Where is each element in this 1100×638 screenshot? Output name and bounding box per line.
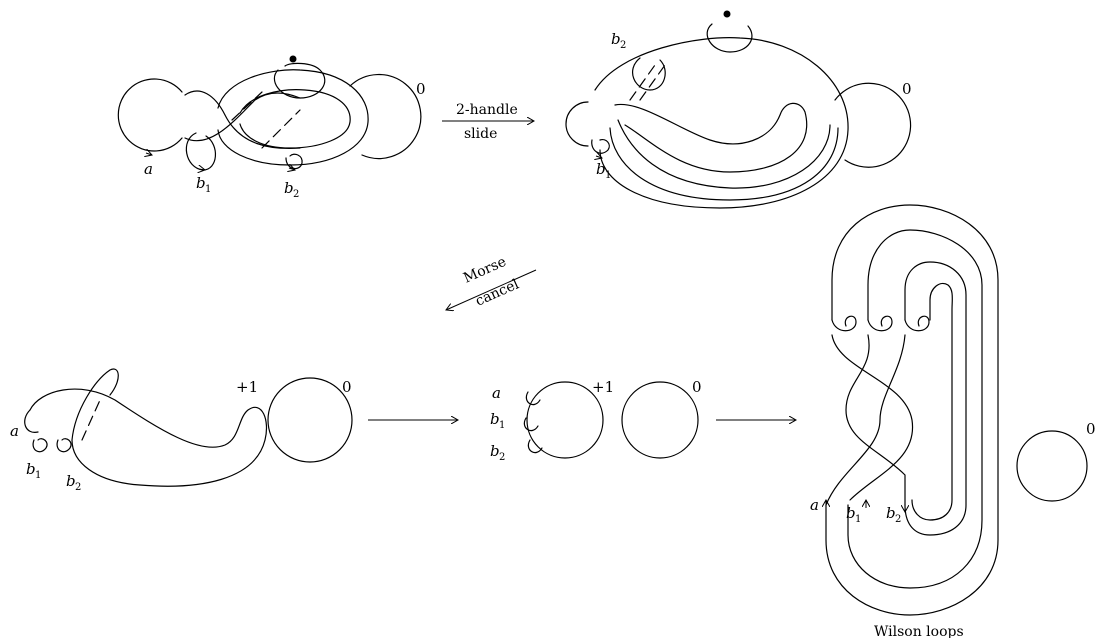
label-b1-sub: 1 (205, 184, 211, 195)
label-zero: 0 (1086, 420, 1096, 438)
zero-framed-circle (268, 378, 352, 462)
label-b1-sub: 1 (499, 420, 505, 431)
small-left-circle (566, 102, 588, 146)
label-a: a (492, 384, 501, 402)
label-b2-sub: 2 (895, 514, 901, 525)
label-zero: 0 (342, 378, 352, 396)
label-a: a (144, 160, 153, 178)
meridian-b1 (33, 439, 47, 452)
label-zero: 0 (902, 80, 912, 98)
label-b1-sub: 1 (35, 470, 41, 481)
banana-curve (615, 103, 807, 172)
clasp (832, 316, 856, 331)
panel-3-diagram (25, 369, 352, 486)
panel1-strand (185, 93, 300, 141)
label-b2-sub: 2 (75, 482, 81, 493)
outer-oval (595, 38, 848, 208)
panel3-undercross (82, 400, 100, 440)
label-a: a (810, 496, 819, 514)
label-cancel: cancel (473, 276, 522, 309)
meridian-b1 (186, 133, 215, 170)
middle-band (848, 230, 982, 588)
meridian-b2 (57, 439, 71, 452)
handle-a-circle (118, 79, 182, 151)
panel1-undercross (232, 92, 262, 120)
panel-5-wilson-loops (826, 205, 1087, 615)
label-b1-sub: 1 (855, 514, 861, 525)
label-plus-one: +1 (592, 378, 614, 396)
twist-strand (832, 335, 913, 500)
label-slide: slide (464, 126, 497, 142)
label-2-handle: 2-handle (456, 102, 518, 118)
label-zero: 0 (692, 378, 702, 396)
panel1-undercross (262, 110, 300, 148)
label-a: a (10, 422, 19, 440)
zero-framed-circle (835, 83, 911, 167)
label-b2-sub: 2 (620, 40, 626, 51)
zero-framed-circle (622, 382, 698, 458)
one-handle-dot (724, 11, 731, 18)
central-oval (218, 70, 368, 165)
meridian-b2 (286, 154, 302, 168)
label-zero: 0 (416, 80, 426, 98)
plus-one-knot (72, 369, 118, 440)
label-wilson-loops: Wilson loops (874, 624, 964, 638)
label-b2-sub: 2 (293, 189, 299, 200)
panel-1-diagram (118, 56, 421, 171)
panel3-a-loop (25, 410, 38, 432)
panel2-undercross (630, 65, 655, 100)
one-handle-loop (274, 63, 324, 98)
inner-band (905, 262, 966, 535)
meridian-b2 (528, 440, 542, 453)
inner-band-inner (912, 283, 952, 520)
twist-strand (826, 335, 905, 505)
zero-framed-circle (350, 75, 421, 159)
clasp (868, 316, 892, 331)
one-handle-dot (290, 56, 297, 63)
label-plus-one: +1 (236, 378, 258, 396)
zero-framed-circle (1017, 431, 1087, 501)
banana-inner (618, 120, 830, 188)
label-b2-sub: 2 (499, 452, 505, 463)
clasp (905, 316, 929, 331)
label-b1-sub: 1 (605, 170, 611, 181)
panel2-undercross (640, 65, 665, 100)
